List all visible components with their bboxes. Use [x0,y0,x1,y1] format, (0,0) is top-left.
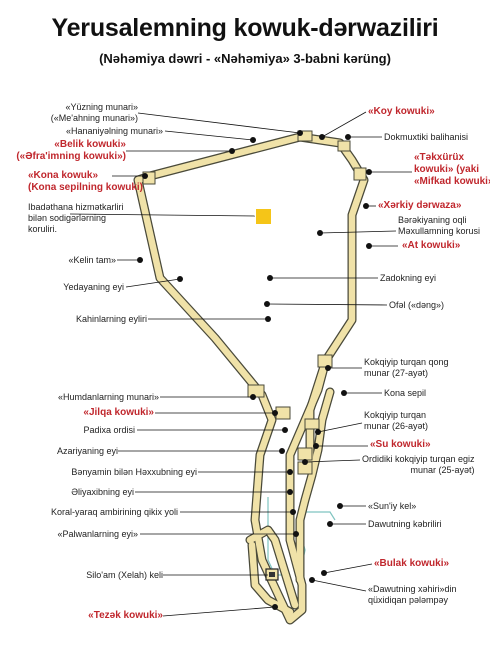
label-kings-palace: Padixa ordisi [83,425,135,435]
tower-block [304,418,320,430]
label-siloam-pool: Silo'am (Xelah) keli [86,570,163,580]
label-dung-gate: «Tezək kowuki» [88,610,163,621]
tower-block [317,354,333,368]
tower-block [297,447,313,461]
label-zadok-house: Zadokning eyi [380,273,437,283]
label-water-gate: «Su kowuki» [370,439,431,450]
label-eliashib-house: Əliyaxibning eyi [71,487,134,497]
tower-block [247,384,265,398]
temple-servants-area [256,209,271,224]
page-title: Yerusalemning kowuk-dərwaziliri [51,14,439,42]
label-furnace-tower: «Kelin tam» [68,255,116,265]
label-ephraim-gate: «Belik kowuki»(«Əfra'imning kowuki») [16,139,126,162]
label-artificial-pool: «Sun'iy kel» [368,501,417,511]
label-ophel: Ofəl («dəng») [389,300,445,310]
label-sheep-gate: «Koy kowuki» [368,106,435,117]
label-jedaiah-house: Yedayaning eyi [63,282,124,292]
page-subtitle: (Nəhəmiya dəwri - «Nəhəmiya» 3-babni kər… [99,51,391,66]
label-old-gate: «Kona kowuk»(Kona sepilning kowuki) [28,170,144,193]
label-david-tombs: Dawutning kəbriliri [368,519,442,529]
label-ovens-tower: «Humdanlarning munari» [57,392,159,402]
label-hananel-tower: «Hananiyəlning munari» [65,126,163,136]
label-horse-gate: «At kowuki» [402,240,461,251]
label-hundred-tower: «Yüzning munari»(«Me'ahning munari») [50,102,138,123]
tower-block [275,406,291,420]
label-old-wall: Kona sepil [384,388,427,398]
tower-block [337,140,351,152]
label-armory-ascent: Koral-yaraq ambirining qikix yoli [50,507,178,517]
label-azariah-house: Azariyaning eyi [56,446,118,456]
label-east-gate: «Xərkiy dərwaza» [378,200,462,211]
label-fountain-gate: «Bulak kowuki» [374,558,450,569]
label-priests-houses: Kahinlarning eyliri [75,314,147,324]
label-benjamin-hasshub-house: Bənyamin bilən Həxxubning eyi [71,467,197,477]
tower-block [353,167,367,181]
label-mighty-house: «Palwanlarning eyi» [57,529,138,539]
marker-dots [137,130,372,610]
label-fish-gate: Dokmuxtiki balihanisi [384,132,469,142]
city-walls [133,132,369,625]
leader-lines [69,111,412,617]
label-valley-gate: «Jilqa kowuki» [83,407,154,418]
tower-block [297,130,313,142]
